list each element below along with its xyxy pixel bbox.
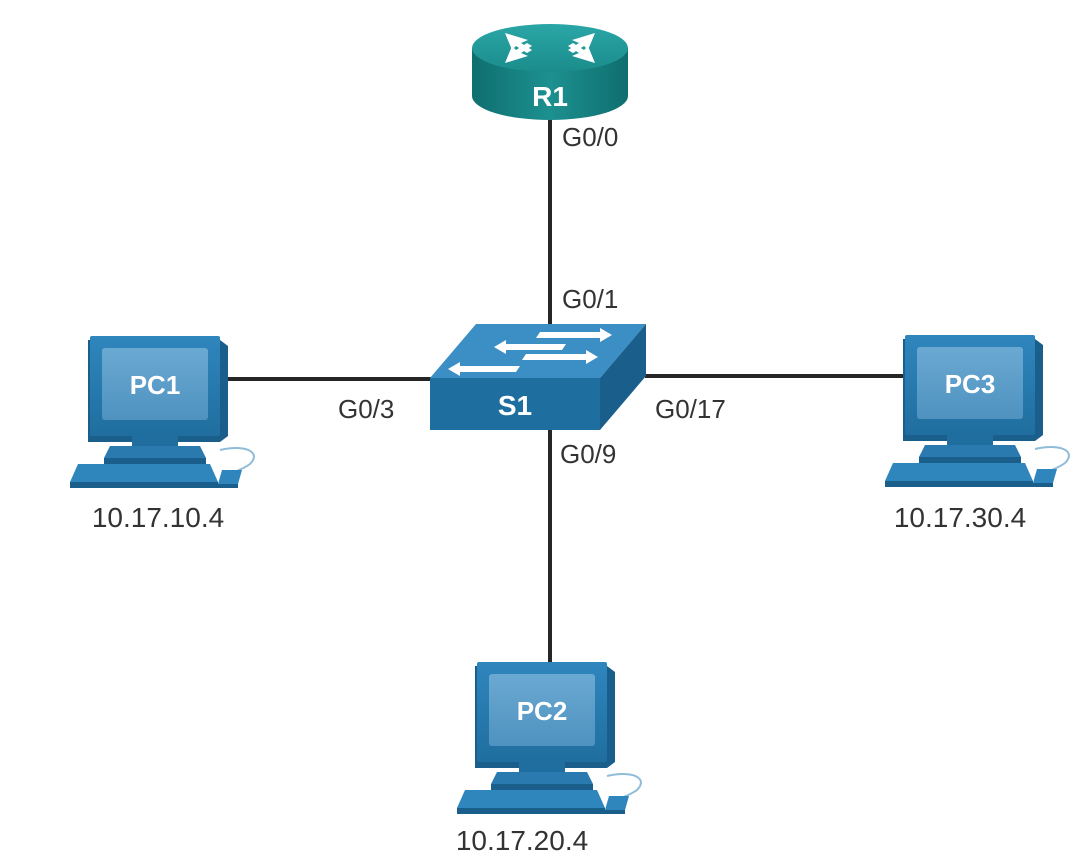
- switch-s1[interactable]: S1: [430, 324, 646, 430]
- pc1-computer-icon: [69, 335, 255, 489]
- pc2-computer-icon: [456, 661, 642, 815]
- pc3[interactable]: PC3: [884, 334, 1070, 488]
- port-label-s1-g0-1: G0/1: [562, 284, 618, 314]
- router-arrows-icon: [505, 33, 595, 63]
- pc3-computer-icon: [884, 334, 1070, 488]
- port-label-s1-g0-9: G0/9: [560, 439, 616, 469]
- port-label-s1-g0-17: G0/17: [655, 394, 726, 424]
- pc1[interactable]: PC1: [69, 335, 255, 489]
- switch-label: S1: [498, 390, 532, 421]
- switch-arrows-icon: [448, 328, 612, 376]
- port-label-s1-g0-3: G0/3: [338, 394, 394, 424]
- pc2-label: PC2: [517, 696, 568, 726]
- router-r1[interactable]: R1: [472, 24, 628, 120]
- pc3-ip-address: 10.17.30.4: [894, 502, 1026, 533]
- pc2[interactable]: PC2: [456, 661, 642, 815]
- pc1-label: PC1: [130, 370, 181, 400]
- router-label: R1: [532, 81, 568, 112]
- port-label-r1-g0-0: G0/0: [562, 122, 618, 152]
- pc2-ip-address: 10.17.20.4: [456, 825, 588, 856]
- pc3-label: PC3: [945, 369, 996, 399]
- pc1-ip-address: 10.17.10.4: [92, 502, 224, 533]
